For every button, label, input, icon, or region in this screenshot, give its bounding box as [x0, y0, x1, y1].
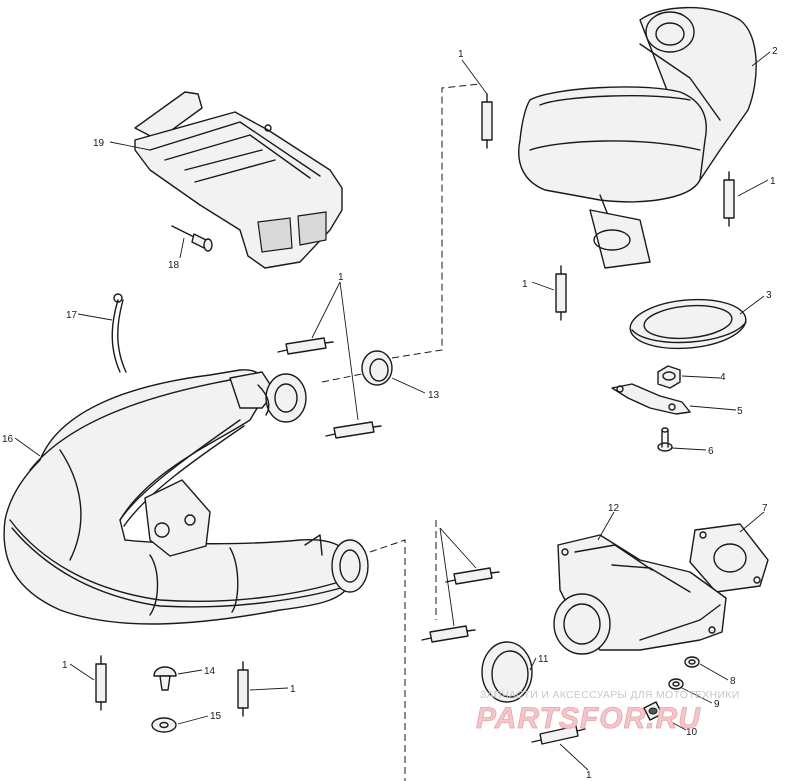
callout-1-top: 1	[458, 49, 464, 60]
callout-4: 4	[720, 372, 726, 383]
watermark-caption: ЗАПЧАСТИ И АКСЕССУАРЫ ДЛЯ МОТОТЕХНИКИ	[480, 689, 740, 701]
expansion-chamber-16	[3, 369, 369, 625]
callout-11: 11	[538, 654, 549, 665]
spring-1-left	[555, 265, 567, 321]
callout-14: 14	[204, 666, 216, 677]
callout-2: 2	[772, 46, 778, 57]
callout-6: 6	[708, 446, 714, 457]
callout-16: 16	[2, 434, 14, 445]
watermark-logo: PARTSFOR.RU	[476, 702, 701, 735]
watermark: ЗАПЧАСТИ И АКСЕССУАРЫ ДЛЯ МОТОТЕХНИКИ PA…	[476, 689, 740, 735]
spring-1-low-left	[95, 655, 107, 711]
callout-19: 19	[93, 138, 105, 149]
callout-17: 17	[66, 310, 78, 321]
callout-15: 15	[210, 711, 222, 722]
callout-1-left: 1	[522, 279, 528, 290]
spring-1-top	[481, 93, 493, 149]
washer-9	[668, 678, 684, 690]
bolt-6	[657, 427, 673, 452]
sealing-ring-11	[481, 641, 533, 703]
callout-9: 9	[714, 699, 720, 710]
strap-17	[111, 293, 127, 373]
spring-1-bottom	[531, 725, 586, 745]
washer-15	[151, 717, 177, 733]
callout-10: 10	[686, 727, 698, 738]
silencer-2	[518, 6, 757, 269]
flange-gasket-7	[689, 523, 769, 593]
leader-lines	[14, 51, 771, 771]
callout-18: 18	[168, 260, 180, 271]
spring-1-lower-upper	[445, 567, 500, 585]
callout-1-low-left: 1	[62, 660, 68, 671]
callout-8: 8	[730, 676, 736, 687]
nut-4	[657, 365, 681, 389]
coupler-ring-13	[361, 350, 393, 386]
exhaust-manifold-12	[553, 534, 727, 655]
callout-13: 13	[428, 390, 440, 401]
callout-12: 12	[608, 503, 620, 514]
callout-1-right: 1	[770, 176, 776, 187]
clamp-bracket-5	[611, 383, 691, 415]
washer-8	[684, 656, 700, 668]
mounting-bracket-19	[134, 91, 343, 269]
gasket-3	[629, 298, 747, 350]
spring-1-right	[723, 171, 735, 227]
callout-7: 7	[762, 503, 768, 514]
callout-3: 3	[766, 290, 772, 301]
callout-1-low-right: 1	[290, 684, 296, 695]
spring-1-mid-lower	[325, 421, 382, 439]
callout-1-bottom: 1	[586, 770, 592, 781]
spring-1-low-right	[237, 661, 249, 717]
spring-1-lower-lower	[421, 625, 476, 643]
spacer-10	[643, 701, 663, 721]
callout-1-mid: 1	[338, 272, 344, 283]
assembly-dashed-lines	[321, 83, 481, 781]
callout-numbers: 1 2 1 1 3 4 5 6 19 18 17 1 13 16 7 12 11…	[2, 46, 778, 781]
rivet-18	[171, 225, 213, 252]
grommet-14	[153, 666, 177, 691]
callout-5: 5	[737, 406, 743, 417]
spring-1-mid-upper	[277, 337, 334, 355]
